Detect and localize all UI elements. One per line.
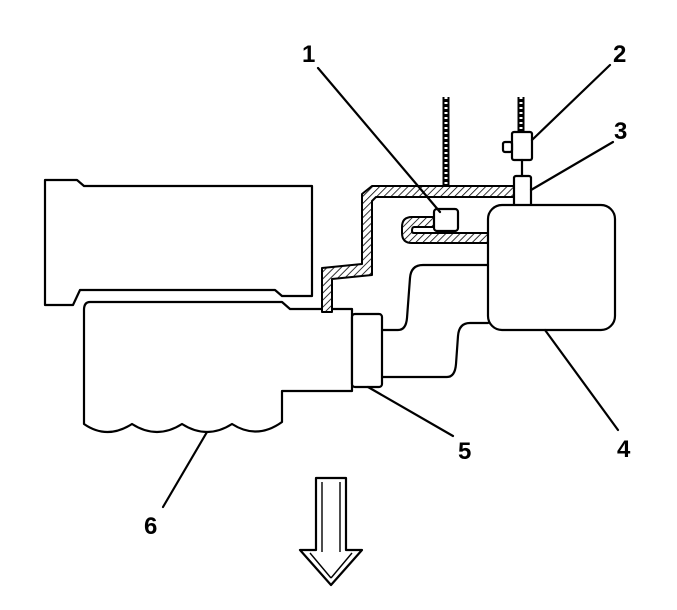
callout-3: 3 <box>614 118 627 145</box>
leader-line-3 <box>529 140 615 192</box>
leader-line-2 <box>530 63 612 142</box>
callout-5: 5 <box>458 438 471 465</box>
leader-line-4 <box>543 328 620 432</box>
lower-housing-outline <box>82 300 354 434</box>
harness-wire-upper <box>380 263 490 332</box>
sensor-2-tab <box>501 140 514 154</box>
harness-wire-lower <box>380 321 490 379</box>
direction-arrow <box>298 476 364 587</box>
upper-block-outline <box>43 178 314 307</box>
callout-6: 6 <box>144 513 157 540</box>
callout-4: 4 <box>617 436 631 463</box>
hatched-wall-section <box>321 185 516 313</box>
connector-3-body <box>512 174 533 208</box>
coupler-5-body <box>350 312 384 389</box>
callout-1: 1 <box>302 41 315 68</box>
leader-line-6 <box>161 430 209 509</box>
sensor-2-body <box>510 130 534 162</box>
leader-line-1 <box>316 66 442 214</box>
leader-line-5 <box>366 385 455 438</box>
module-4-body <box>486 203 617 332</box>
callout-2: 2 <box>613 41 626 68</box>
sensor-1-body <box>432 207 460 233</box>
